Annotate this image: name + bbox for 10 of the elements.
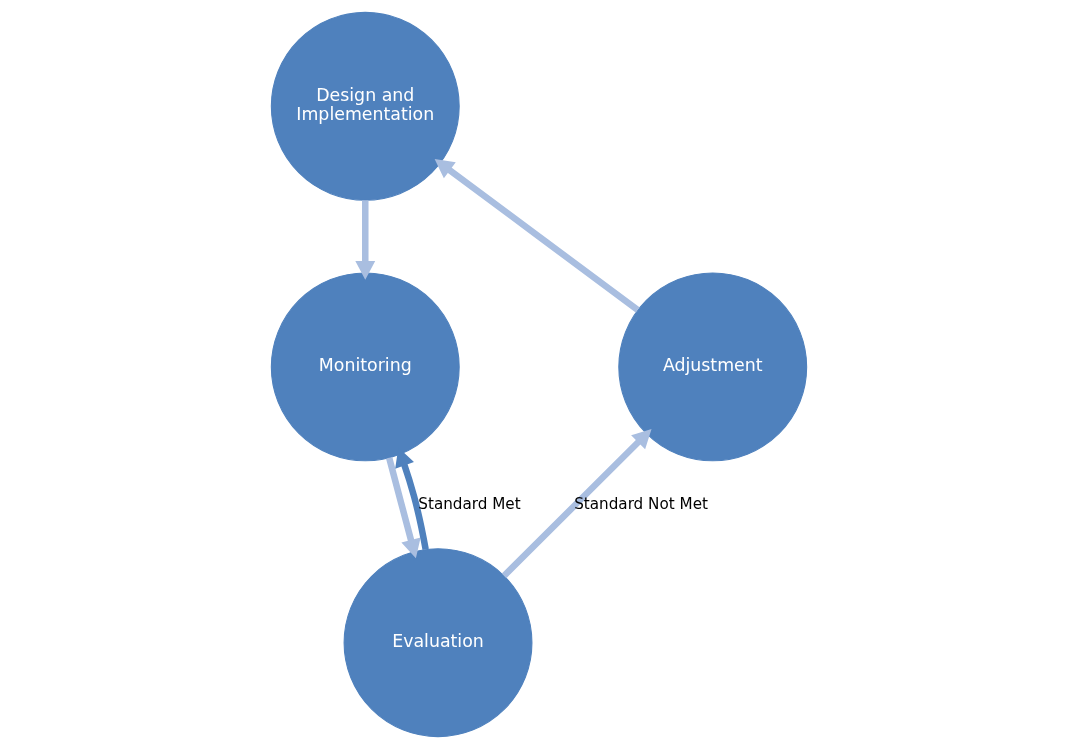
arrow xyxy=(355,200,376,280)
arrow xyxy=(501,428,652,579)
node-circle: Monitoring xyxy=(270,272,460,462)
edge-label: Standard Not Met xyxy=(574,494,708,513)
edge-label: Standard Met xyxy=(418,494,521,513)
arrow xyxy=(386,457,421,559)
node-circle: Design and Implementation xyxy=(270,11,460,201)
node-circle: Adjustment xyxy=(618,272,808,462)
node-circle: Evaluation xyxy=(343,548,533,738)
arrow xyxy=(434,158,640,313)
